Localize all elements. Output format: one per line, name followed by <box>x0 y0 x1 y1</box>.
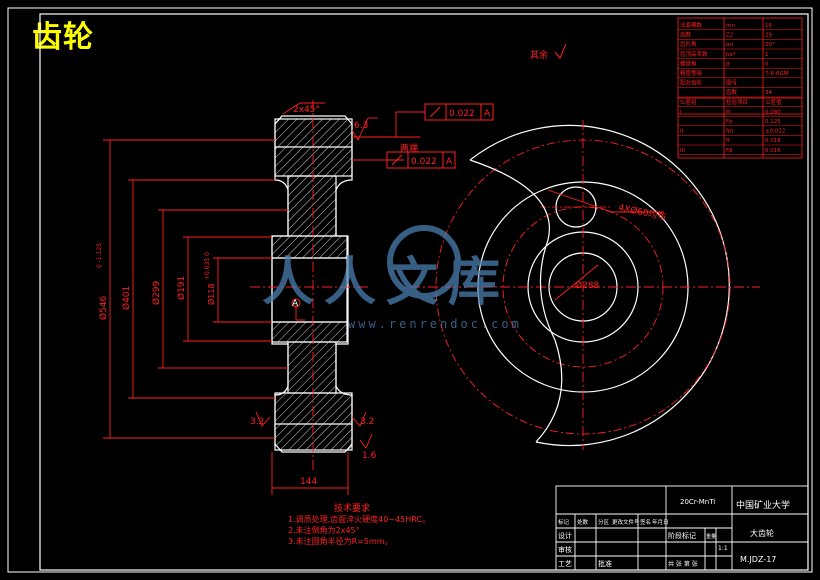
gdt-frame-2 <box>386 151 456 169</box>
param-cell: mn <box>726 23 735 29</box>
tb-header: 更改文件号 <box>612 518 640 526</box>
watermark-url: www.renrendoc.com <box>348 317 522 331</box>
param-cell: 检验项目 <box>726 98 748 106</box>
tb-header: 处数 <box>577 518 589 526</box>
param-cell: 0.018 <box>765 138 781 144</box>
param-cell: 配对齿轮 <box>680 79 703 87</box>
bore-label: Ø288 <box>575 280 600 291</box>
dim-191: Ø191 <box>176 276 187 300</box>
outer-border <box>7 7 813 573</box>
watermark: 人人文库 www.renrendoc.com <box>262 225 522 331</box>
tech-title: 技术要求 <box>334 502 370 514</box>
dim-bore-tol: +0.035 0 <box>204 252 211 280</box>
dim-bore: Ø118 <box>206 283 216 305</box>
param-cell: 0.016 <box>765 148 781 154</box>
tb-header: 年月日 <box>652 518 669 526</box>
tb-stage: 阶段标记 <box>668 531 696 540</box>
parameter-rows: 法面模数 mn 16 齿数 Z2 29 齿形角 αn 20° 齿顶高系数 ha* 1 螺旋角 β 0 精度等级… <box>678 21 802 155</box>
param-cell: 7-6-6GM <box>765 71 789 77</box>
tech-line-3: 3.未注圆角半径为R=5mm。 <box>288 536 393 546</box>
param-cell: 齿形角 <box>680 40 697 48</box>
gdt-value-1: 0.022 <box>449 109 475 119</box>
gdt-datum-2: A <box>446 157 453 167</box>
param-cell: I <box>680 109 682 115</box>
param-cell: Fp <box>726 119 733 125</box>
dim-401: Ø401 <box>121 286 132 310</box>
tb-header: 标记 <box>558 518 570 526</box>
tech-line-2: 2.未注倒角为2x45° <box>288 525 360 535</box>
drawing-title: 齿轮 <box>32 20 94 55</box>
param-cell: Fβ <box>726 148 733 154</box>
param-cell: 齿数 <box>680 31 692 39</box>
param-cell: 公差值 <box>765 98 782 106</box>
inner-border <box>39 13 809 571</box>
roughness-right: 3.2 <box>360 417 374 427</box>
face-label: 两端 <box>400 142 418 154</box>
tb-approve: 批准 <box>598 559 612 568</box>
parameter-table <box>677 17 803 159</box>
holes-label: 4XØ60均布 <box>617 201 667 223</box>
roughness-left: 3.2 <box>250 417 264 427</box>
param-cell: ff <box>726 138 730 144</box>
param-cell: 20° <box>765 42 775 48</box>
tb-drawing-no: M.JDZ-17 <box>740 555 776 564</box>
param-cell: 图号 <box>726 79 738 87</box>
param-cell: 法面模数 <box>680 21 703 29</box>
tb-process: 工艺 <box>558 560 572 568</box>
param-cell: 29 <box>765 33 772 39</box>
gdt-datum-1: A <box>484 109 491 119</box>
tb-weight: 重量 <box>706 533 716 540</box>
gdt-frame-1 <box>424 103 494 121</box>
gdt-value-2: 0.022 <box>411 157 437 167</box>
param-cell: Fr <box>726 109 732 115</box>
param-cell: 精度等级 <box>680 69 703 77</box>
tb-design: 设计 <box>558 531 572 540</box>
title-block <box>555 485 809 571</box>
param-cell: fpt <box>726 129 734 135</box>
param-cell: 0 <box>765 61 769 67</box>
roughness-top: 6.3 <box>354 121 368 131</box>
param-cell: III <box>680 148 685 154</box>
end-view <box>410 43 760 450</box>
param-cell: II <box>680 129 684 135</box>
tb-scale: 1:1 <box>718 545 728 552</box>
dim-outer-tol: 0 -1.125 <box>96 243 103 268</box>
param-cell: ±0.022 <box>765 129 785 135</box>
section-dimensions <box>103 100 425 495</box>
tb-material: 20Cr-MnTi <box>680 498 715 506</box>
other-label: 其余 <box>530 49 548 61</box>
param-cell: 1 <box>765 52 769 58</box>
title-block-headers: 标记处数 分区更改文件号签名年月日 <box>558 518 669 526</box>
tb-header: 分区 <box>598 518 610 526</box>
dim-outer: Ø546 <box>98 295 109 320</box>
param-cell: 0.080 <box>765 109 781 115</box>
param-cell: Z2 <box>726 33 733 39</box>
param-cell: 34 <box>765 90 772 96</box>
param-cell: ha* <box>726 52 736 58</box>
chamfer-label: 2x45° <box>293 105 320 115</box>
roughness-small: 1.6 <box>362 451 377 461</box>
param-cell: 0.125 <box>765 119 781 125</box>
dim-299: Ø299 <box>151 280 162 305</box>
tb-header: 签名 <box>640 518 651 526</box>
param-cell: αn <box>726 42 734 48</box>
param-cell: 公差组 <box>680 98 697 106</box>
datum-a-label: A <box>292 299 299 309</box>
param-cell: 齿数 <box>726 88 738 96</box>
section-view <box>271 115 353 453</box>
tb-review: 审核 <box>558 545 572 554</box>
param-cell: β <box>726 61 730 67</box>
param-cell: 螺旋角 <box>680 59 697 67</box>
tech-line-1: 1.调质处理,齿面淬火硬度40~45HRC。 <box>288 514 430 524</box>
watermark-text: 人人文库 <box>262 253 510 313</box>
dim-width: 144 <box>300 477 317 487</box>
param-cell: 齿顶高系数 <box>680 50 708 58</box>
param-cell: 16 <box>765 23 772 29</box>
tb-sheet: 共 张 第 张 <box>668 560 698 568</box>
tb-university: 中国矿业大学 <box>736 499 790 511</box>
tb-part-name: 大齿轮 <box>750 528 774 538</box>
